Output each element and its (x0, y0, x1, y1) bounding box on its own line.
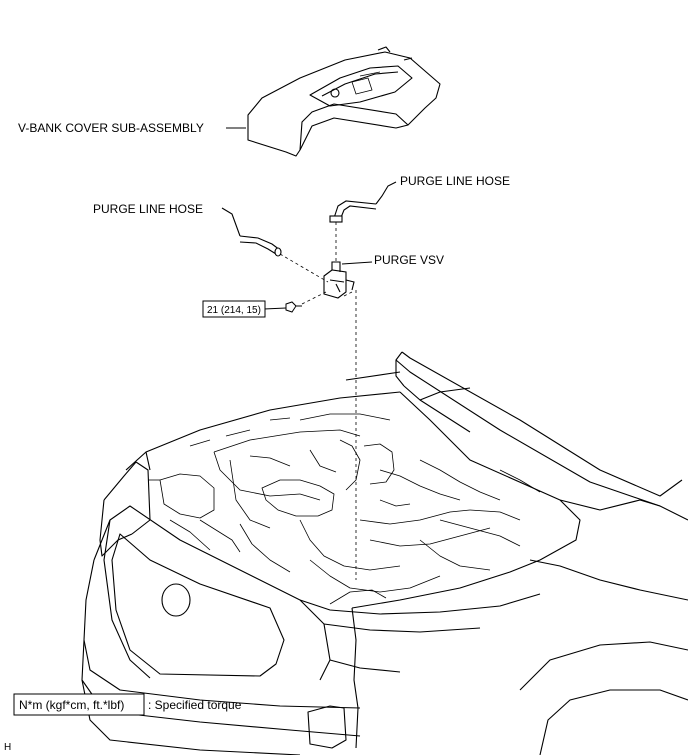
purge-vsv-leader (341, 261, 373, 265)
torque-leader (263, 307, 287, 310)
legend-unit-box (13, 693, 145, 716)
purge-line-hose-left-label: PURGE LINE HOSE (93, 202, 203, 216)
purge-vsv (323, 261, 355, 299)
v-bank-cover (247, 46, 441, 157)
purge-vsv-label: PURGE VSV (374, 253, 444, 267)
legend-description: : Specified torque (148, 698, 242, 712)
purge-line-hose-left (221, 207, 282, 257)
purge-line-hose-right (329, 181, 397, 223)
v-bank-cover-label: V-BANK COVER SUB-ASSEMBLY (18, 121, 204, 135)
engine-bay-detail (148, 413, 541, 605)
bolt (285, 301, 302, 313)
purge-line-hose-right-label: PURGE LINE HOSE (400, 174, 510, 188)
torque-box (202, 300, 266, 318)
legend-unit-text: N*m (kgf*cm, ft.*lbf) (19, 698, 124, 712)
corner-mark: H (4, 742, 11, 753)
torque-value: 21 (214, 15) (207, 305, 261, 316)
vehicle-outline (81, 351, 688, 755)
